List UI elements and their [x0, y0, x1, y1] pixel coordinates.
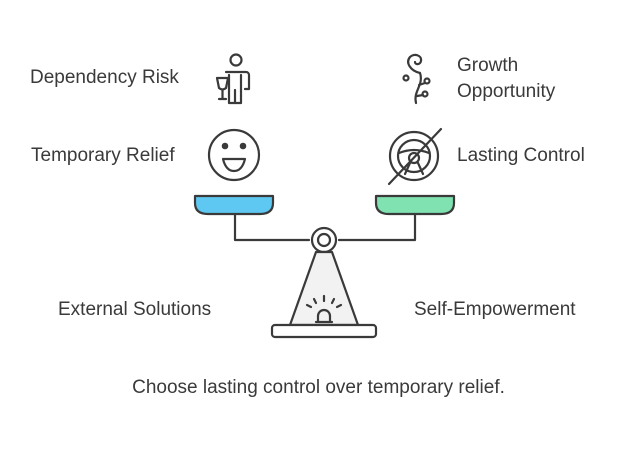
steering-wheel-crossed-icon	[387, 127, 443, 186]
person-holding-cup-icon	[215, 53, 251, 105]
growth-opportunity-line2: Opportunity	[457, 81, 556, 102]
temporary-relief-label: Temporary Relief	[31, 145, 175, 166]
dependency-risk-label: Dependency Risk	[30, 67, 179, 88]
lasting-control-label: Lasting Control	[457, 145, 585, 166]
sprout-icon	[402, 53, 431, 105]
self-empowerment-label: Self-Empowerment	[414, 299, 576, 320]
external-solutions-label: External Solutions	[58, 299, 212, 320]
growth-opportunity-line1: Growth	[457, 55, 519, 76]
diagram-caption: Choose lasting control over temporary re…	[132, 377, 505, 398]
smiley-face-icon	[207, 128, 261, 182]
growth-opportunity-label: Growth Opportunity	[457, 53, 555, 105]
